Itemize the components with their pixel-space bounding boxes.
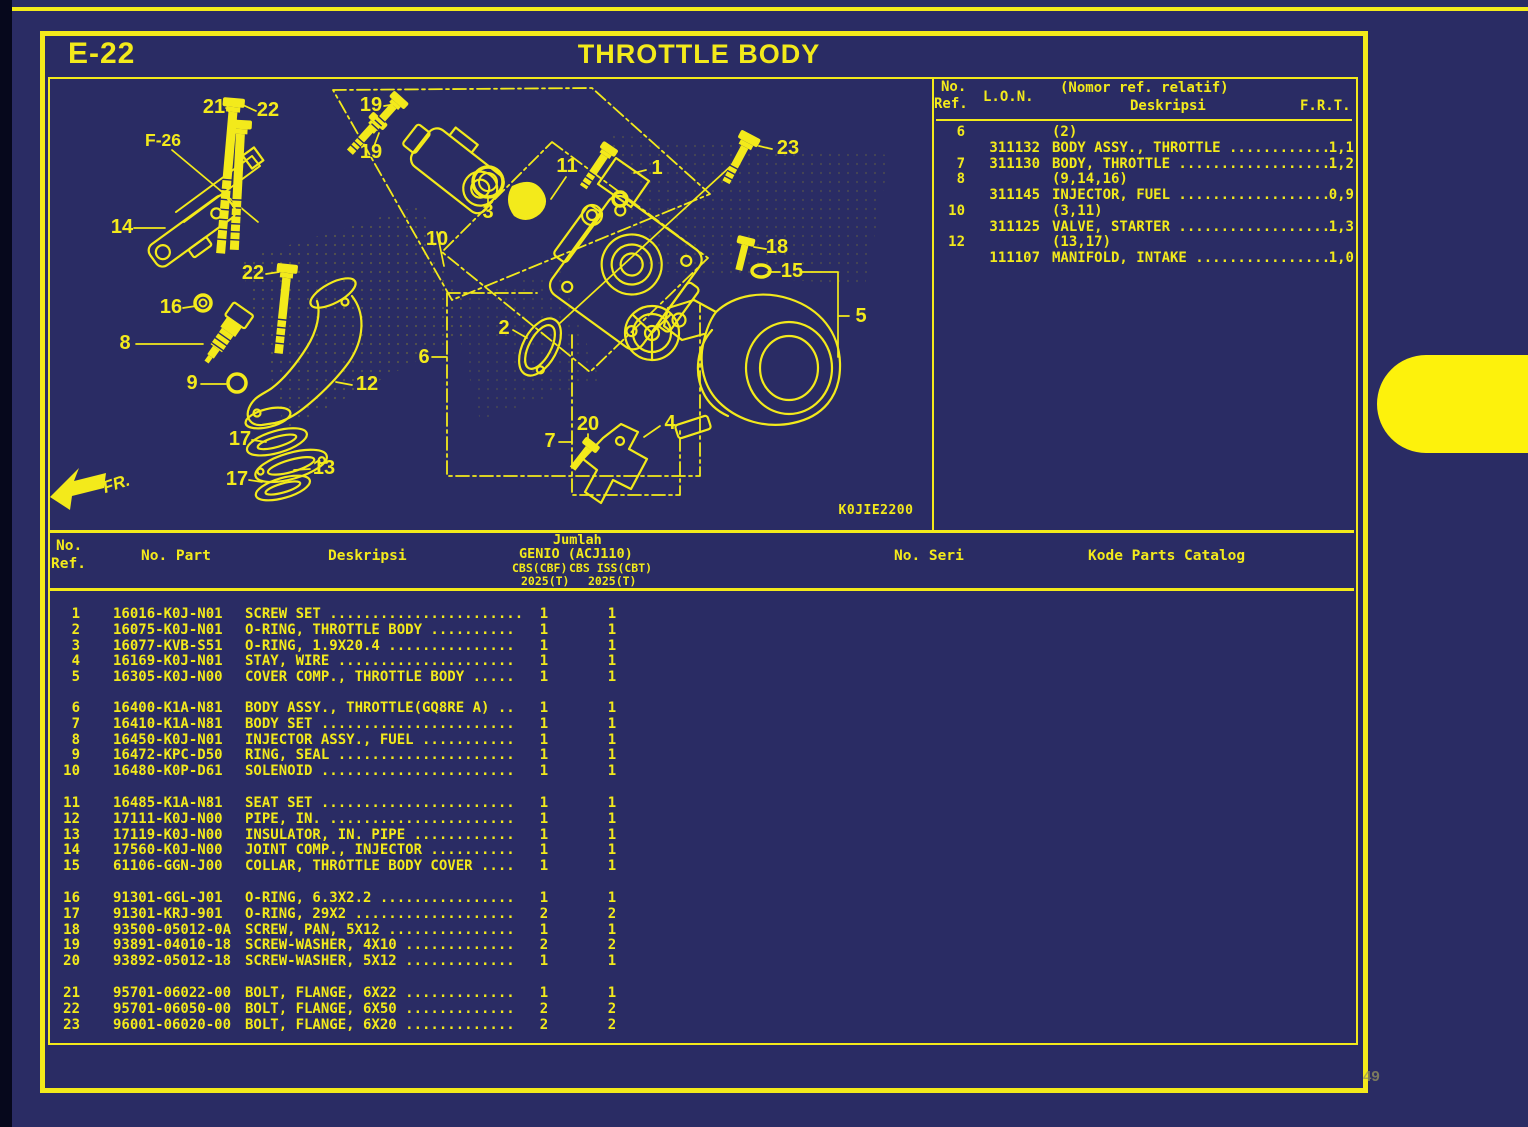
ref-table-row: 8(9,14,16): [956, 171, 1128, 188]
parts-col-seri: No. Seri: [894, 548, 964, 564]
ref-col-relative: (Nomor ref. relatif): [1060, 80, 1229, 96]
parts-col-model: GENIO (ACJ110): [519, 546, 633, 562]
ref-table-row: 12(13,17): [948, 234, 1112, 251]
ref-col-frt: F.R.T.: [1300, 98, 1351, 114]
band-bottom-rule: [48, 588, 1354, 591]
table-divider: [932, 79, 934, 532]
ref-col-lon: L.O.N.: [983, 89, 1034, 105]
ref-table-row: 10(3,11): [948, 202, 1103, 219]
parts-col-sub2: CBS ISS(CBT): [569, 561, 653, 575]
band-top-rule: [48, 530, 1354, 533]
parts-col-no: No.: [56, 538, 83, 554]
parts-col-sub1: CBS(CBF): [512, 561, 568, 575]
parts-col-kode: Kode Parts Catalog: [1088, 548, 1246, 564]
parts-col-jumlah: Jumlah: [553, 532, 602, 548]
page-title: THROTTLE BODY: [577, 39, 821, 69]
page-code: E-22: [68, 37, 136, 70]
bookmark-tab[interactable]: [1377, 355, 1528, 453]
page-number: 49: [1363, 1068, 1380, 1085]
top-rule: [12, 7, 1528, 11]
page-border: [40, 31, 1368, 1093]
ref-col-deskripsi: Deskripsi: [1130, 98, 1206, 114]
ref-col-no: No.: [941, 79, 967, 95]
page-inner-border: [48, 77, 1358, 1045]
parts-col-ref: Ref.: [51, 556, 86, 572]
ref-header-rule: [936, 119, 1352, 121]
ref-col-ref: Ref.: [934, 96, 968, 112]
parts-col-year2: 2025(T): [588, 574, 637, 588]
parts-col-deskripsi: Deskripsi: [328, 548, 407, 564]
parts-col-part: No. Part: [141, 548, 211, 564]
left-edge-strip: [0, 0, 12, 1127]
ref-table-row: 6(2): [956, 124, 1078, 140]
parts-col-year1: 2025(T): [521, 574, 570, 588]
